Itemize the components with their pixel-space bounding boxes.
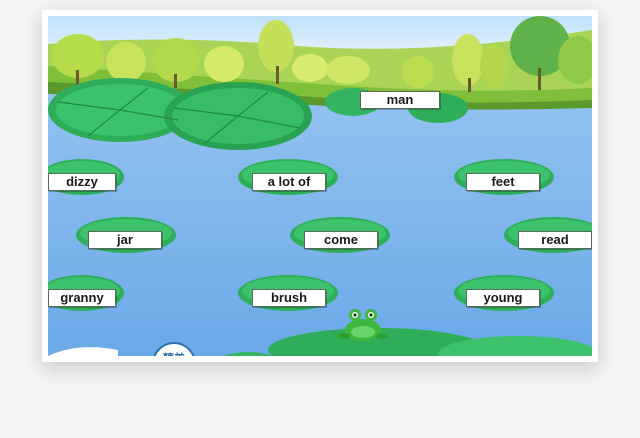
word-tile-come[interactable]: come — [304, 231, 378, 249]
bottom-lily-leaves — [48, 328, 592, 356]
word-tile-jar[interactable]: jar — [88, 231, 162, 249]
game-scene: man dizzy a lot of feet jar come read gr… — [48, 16, 592, 356]
word-tile-dizzy[interactable]: dizzy — [48, 173, 116, 191]
word-tile-a-lot-of[interactable]: a lot of — [252, 173, 326, 191]
tree-icon — [52, 16, 592, 92]
word-tile-feet[interactable]: feet — [466, 173, 540, 191]
word-tile-man[interactable]: man — [360, 91, 440, 109]
word-tile-young[interactable]: young — [466, 289, 540, 307]
large-lily-leaves — [48, 78, 468, 150]
word-tile-read[interactable]: read — [518, 231, 592, 249]
word-tile-brush[interactable]: brush — [252, 289, 326, 307]
word-tile-granny[interactable]: granny — [48, 289, 116, 307]
frog-icon[interactable] — [338, 306, 388, 342]
